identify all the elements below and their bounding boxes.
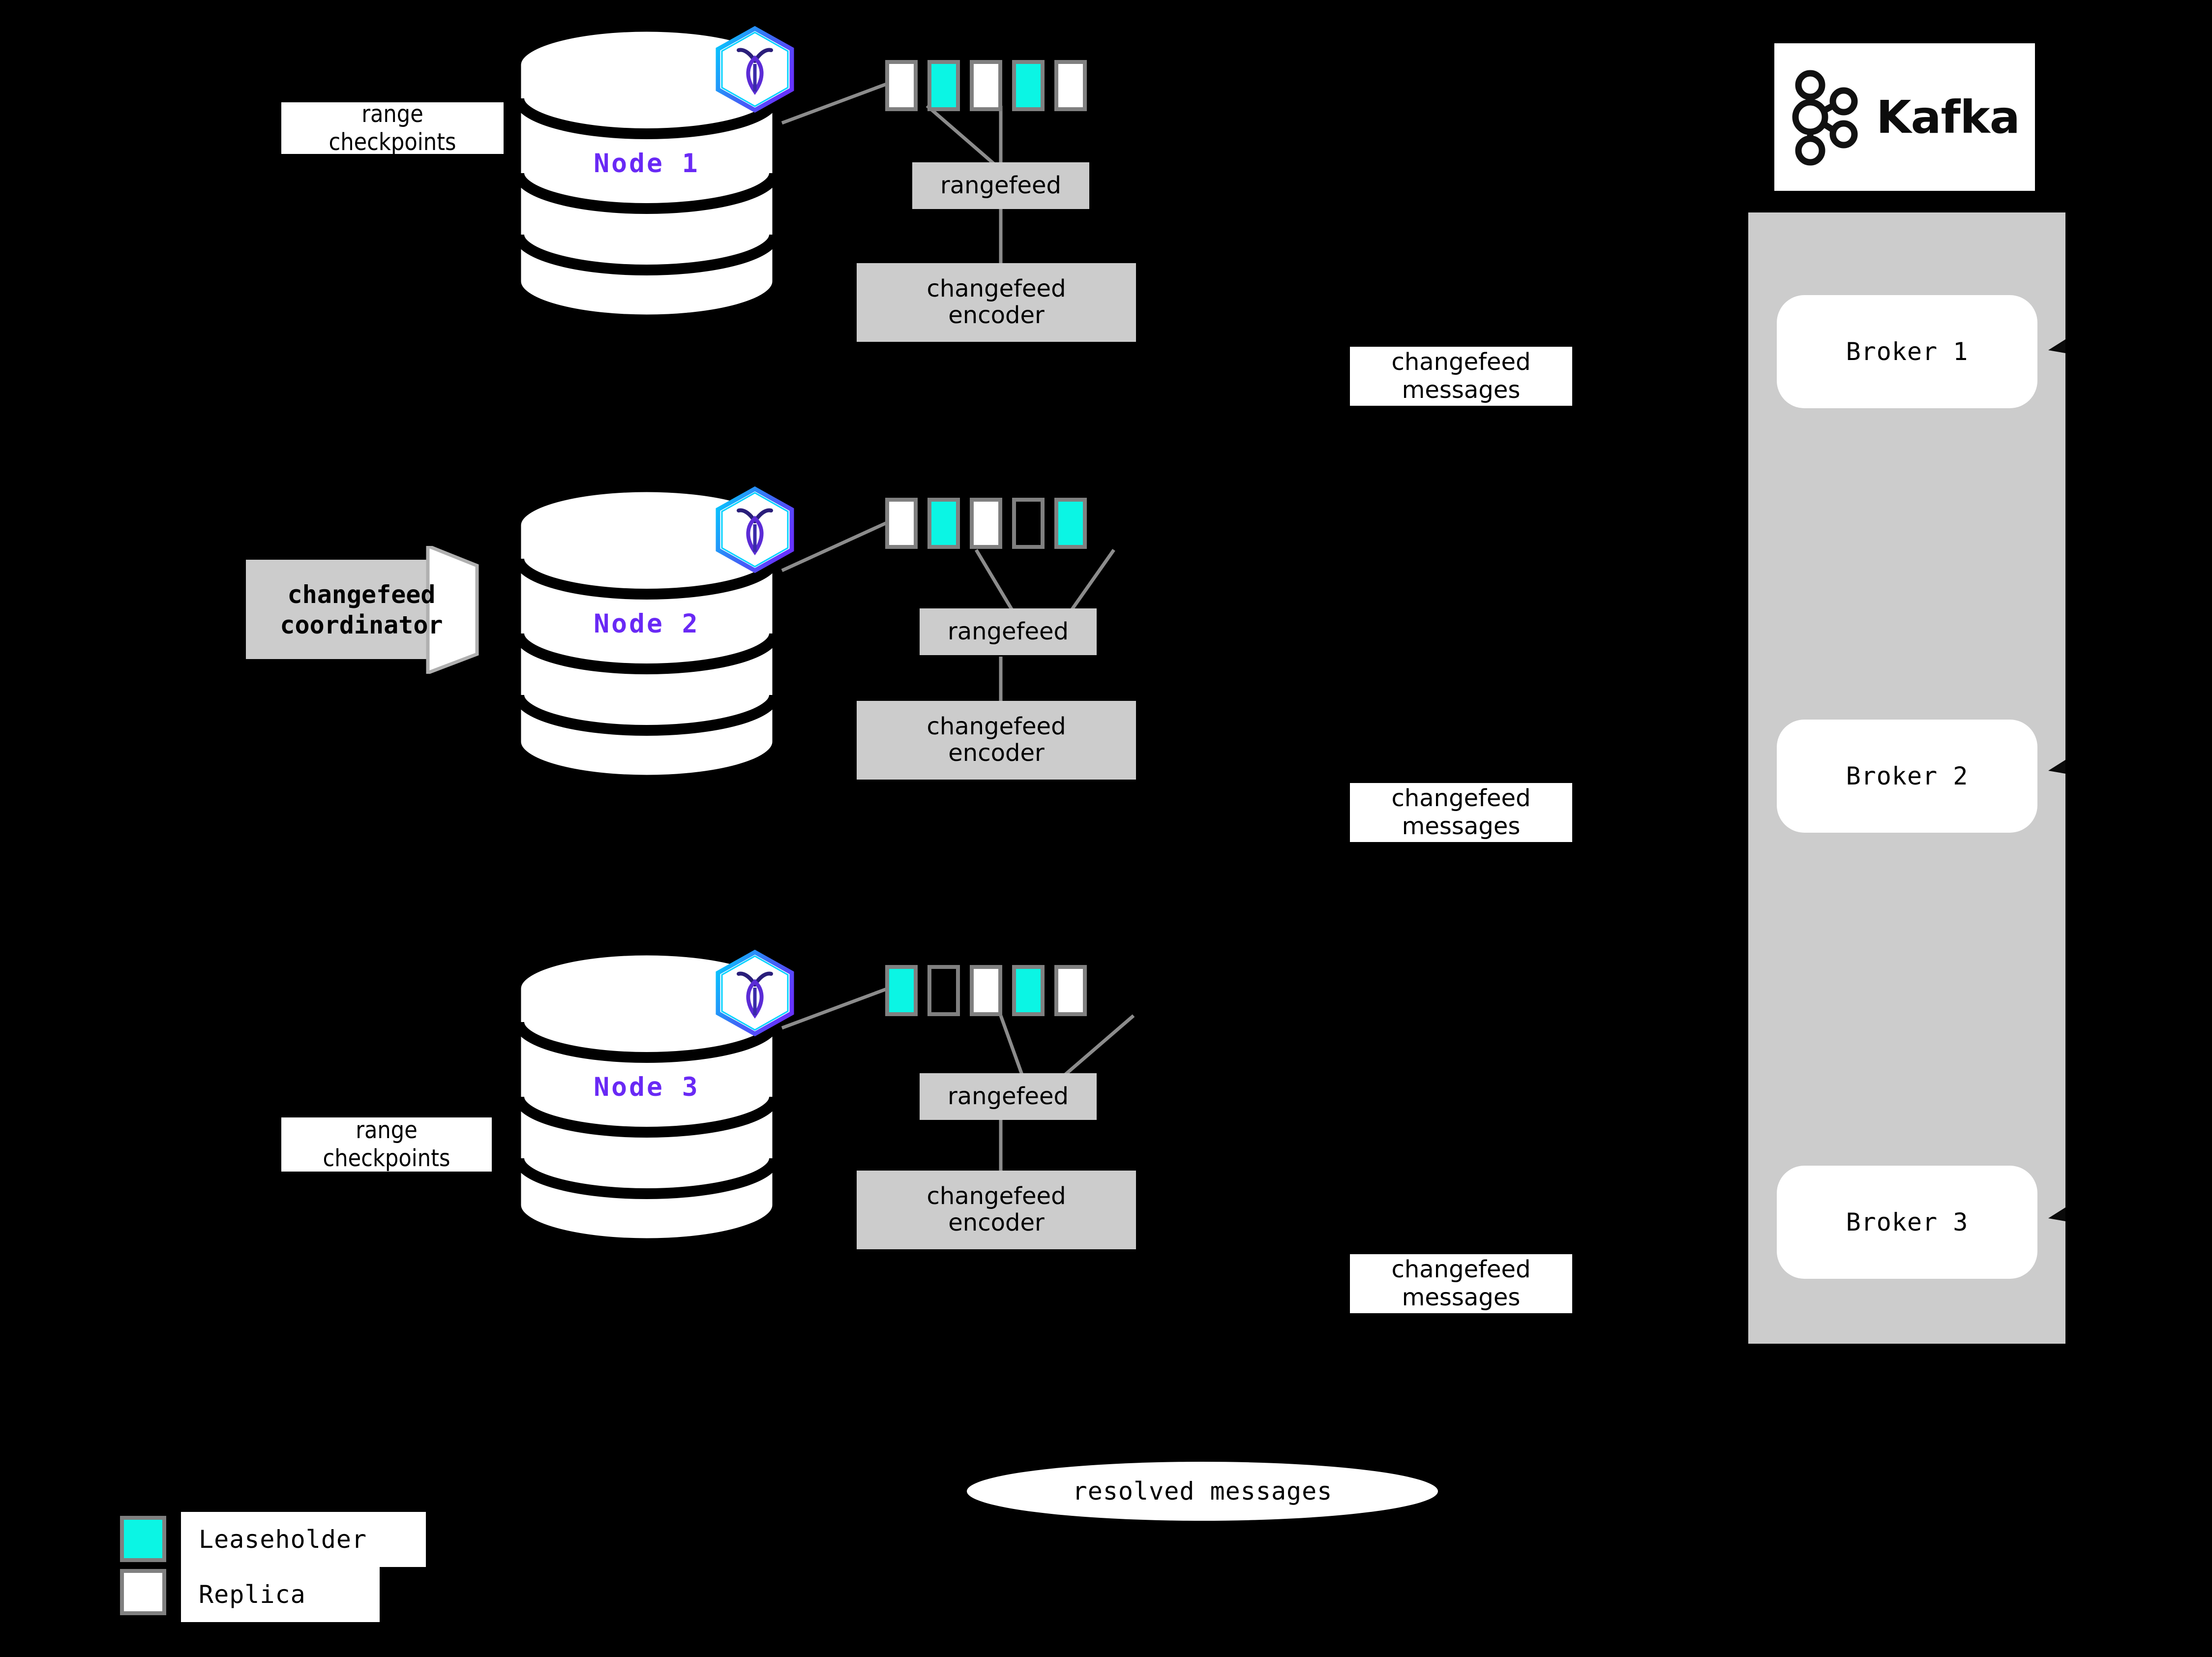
range-list-node1 [885, 60, 1087, 111]
legend-label-leaseholder: Leaseholder [181, 1512, 426, 1567]
range-checkpoints-label-node3: range checkpoints [281, 1116, 492, 1172]
encoder-label-line2: encoder [948, 301, 1045, 329]
broker-label: Broker 3 [1846, 1208, 1969, 1236]
range-box[interactable] [970, 498, 1002, 549]
broker-node-1[interactable]: Broker 1 [1777, 295, 2037, 408]
encoder-label-line1: changefeed [927, 1182, 1066, 1210]
changefeed-messages-line2: messages [1402, 1284, 1521, 1311]
cockroachdb-hexagon-icon [713, 486, 797, 573]
node-label-node3: Node 3 [594, 1072, 700, 1102]
range-box[interactable] [927, 498, 960, 549]
changefeed-messages-label-3: changefeed messages [1350, 1254, 1572, 1313]
node-cylinder-node1: Node 1 [516, 26, 777, 323]
coordinator-label-line1: changefeed [287, 580, 436, 609]
range-box[interactable] [970, 60, 1002, 111]
range-checkpoints-line2: checkpoints [323, 1145, 450, 1172]
range-checkpoints-line2: checkpoints [329, 128, 456, 156]
legend-swatch-replica [120, 1569, 166, 1615]
kafka-logo-box: Kafka [1774, 43, 2035, 191]
changefeed-coordinator-callout[interactable]: changefeed coordinator [246, 546, 487, 674]
range-box[interactable] [1012, 965, 1045, 1016]
cockroachdb-hexagon-icon [713, 26, 797, 113]
encoder-label-line2: encoder [948, 1209, 1045, 1236]
kafka-nodes-icon [1790, 68, 1863, 166]
rangefeed-label: rangefeed [948, 617, 1069, 645]
node-cylinder-node2: Node 2 [516, 486, 777, 783]
changefeed-messages-line1: changefeed [1391, 1256, 1531, 1284]
changefeed-messages-line1: changefeed [1391, 784, 1531, 813]
range-box[interactable] [1012, 60, 1045, 111]
rangefeed-box-node2[interactable]: rangefeed [920, 608, 1097, 655]
range-box[interactable] [1054, 965, 1087, 1016]
changefeed-encoder-box-node3[interactable]: changefeed encoder [857, 1171, 1136, 1249]
range-box[interactable] [885, 60, 918, 111]
node-cylinder-node3: Node 3 [516, 949, 777, 1247]
resolved-messages-pill: resolved messages [967, 1462, 1438, 1521]
range-checkpoints-label-node1: range checkpoints [281, 100, 504, 156]
encoder-label-line1: changefeed [927, 713, 1066, 741]
kafka-wordmark: Kafka [1876, 90, 2020, 144]
resolved-messages-label: resolved messages [1072, 1477, 1333, 1506]
node-label-node2: Node 2 [594, 609, 700, 639]
range-box[interactable] [885, 965, 918, 1016]
changefeed-encoder-box-node1[interactable]: changefeed encoder [857, 263, 1136, 342]
range-box[interactable] [1054, 498, 1087, 549]
legend-label-replica: Replica [181, 1567, 380, 1622]
encoder-label-line1: changefeed [927, 275, 1066, 303]
range-box[interactable] [927, 965, 960, 1016]
node-label-node1: Node 1 [594, 149, 700, 179]
encoder-label-line2: encoder [948, 739, 1045, 767]
broker-label: Broker 2 [1846, 762, 1969, 790]
broker-label: Broker 1 [1846, 337, 1969, 366]
range-checkpoints-line1: range [356, 1116, 418, 1145]
range-box[interactable] [1012, 498, 1045, 549]
coordinator-label-line2: coordinator [280, 611, 443, 639]
legend-text: Leaseholder [199, 1525, 367, 1554]
rangefeed-box-node3[interactable]: rangefeed [920, 1073, 1097, 1120]
broker-node-2[interactable]: Broker 2 [1777, 720, 2037, 833]
rangefeed-label: rangefeed [940, 171, 1061, 199]
range-box[interactable] [970, 965, 1002, 1016]
range-checkpoints-line1: range [361, 100, 423, 128]
changefeed-messages-label-1: changefeed messages [1350, 347, 1572, 406]
range-box[interactable] [1054, 60, 1087, 111]
broker-node-3[interactable]: Broker 3 [1777, 1166, 2037, 1279]
legend-text: Replica [199, 1580, 306, 1609]
changefeed-messages-label-2: changefeed messages [1350, 783, 1572, 842]
changefeed-messages-line2: messages [1402, 813, 1521, 840]
changefeed-messages-line2: messages [1402, 376, 1521, 404]
changefeed-messages-line1: changefeed [1391, 348, 1531, 376]
cockroachdb-hexagon-icon [713, 949, 797, 1037]
changefeed-encoder-box-node2[interactable]: changefeed encoder [857, 701, 1136, 780]
rangefeed-box-node1[interactable]: rangefeed [912, 162, 1089, 209]
range-list-node3 [885, 965, 1087, 1016]
rangefeed-label: rangefeed [948, 1082, 1069, 1110]
legend-swatch-leaseholder [120, 1516, 166, 1562]
range-list-node2 [885, 498, 1087, 549]
range-box[interactable] [927, 60, 960, 111]
range-box[interactable] [885, 498, 918, 549]
